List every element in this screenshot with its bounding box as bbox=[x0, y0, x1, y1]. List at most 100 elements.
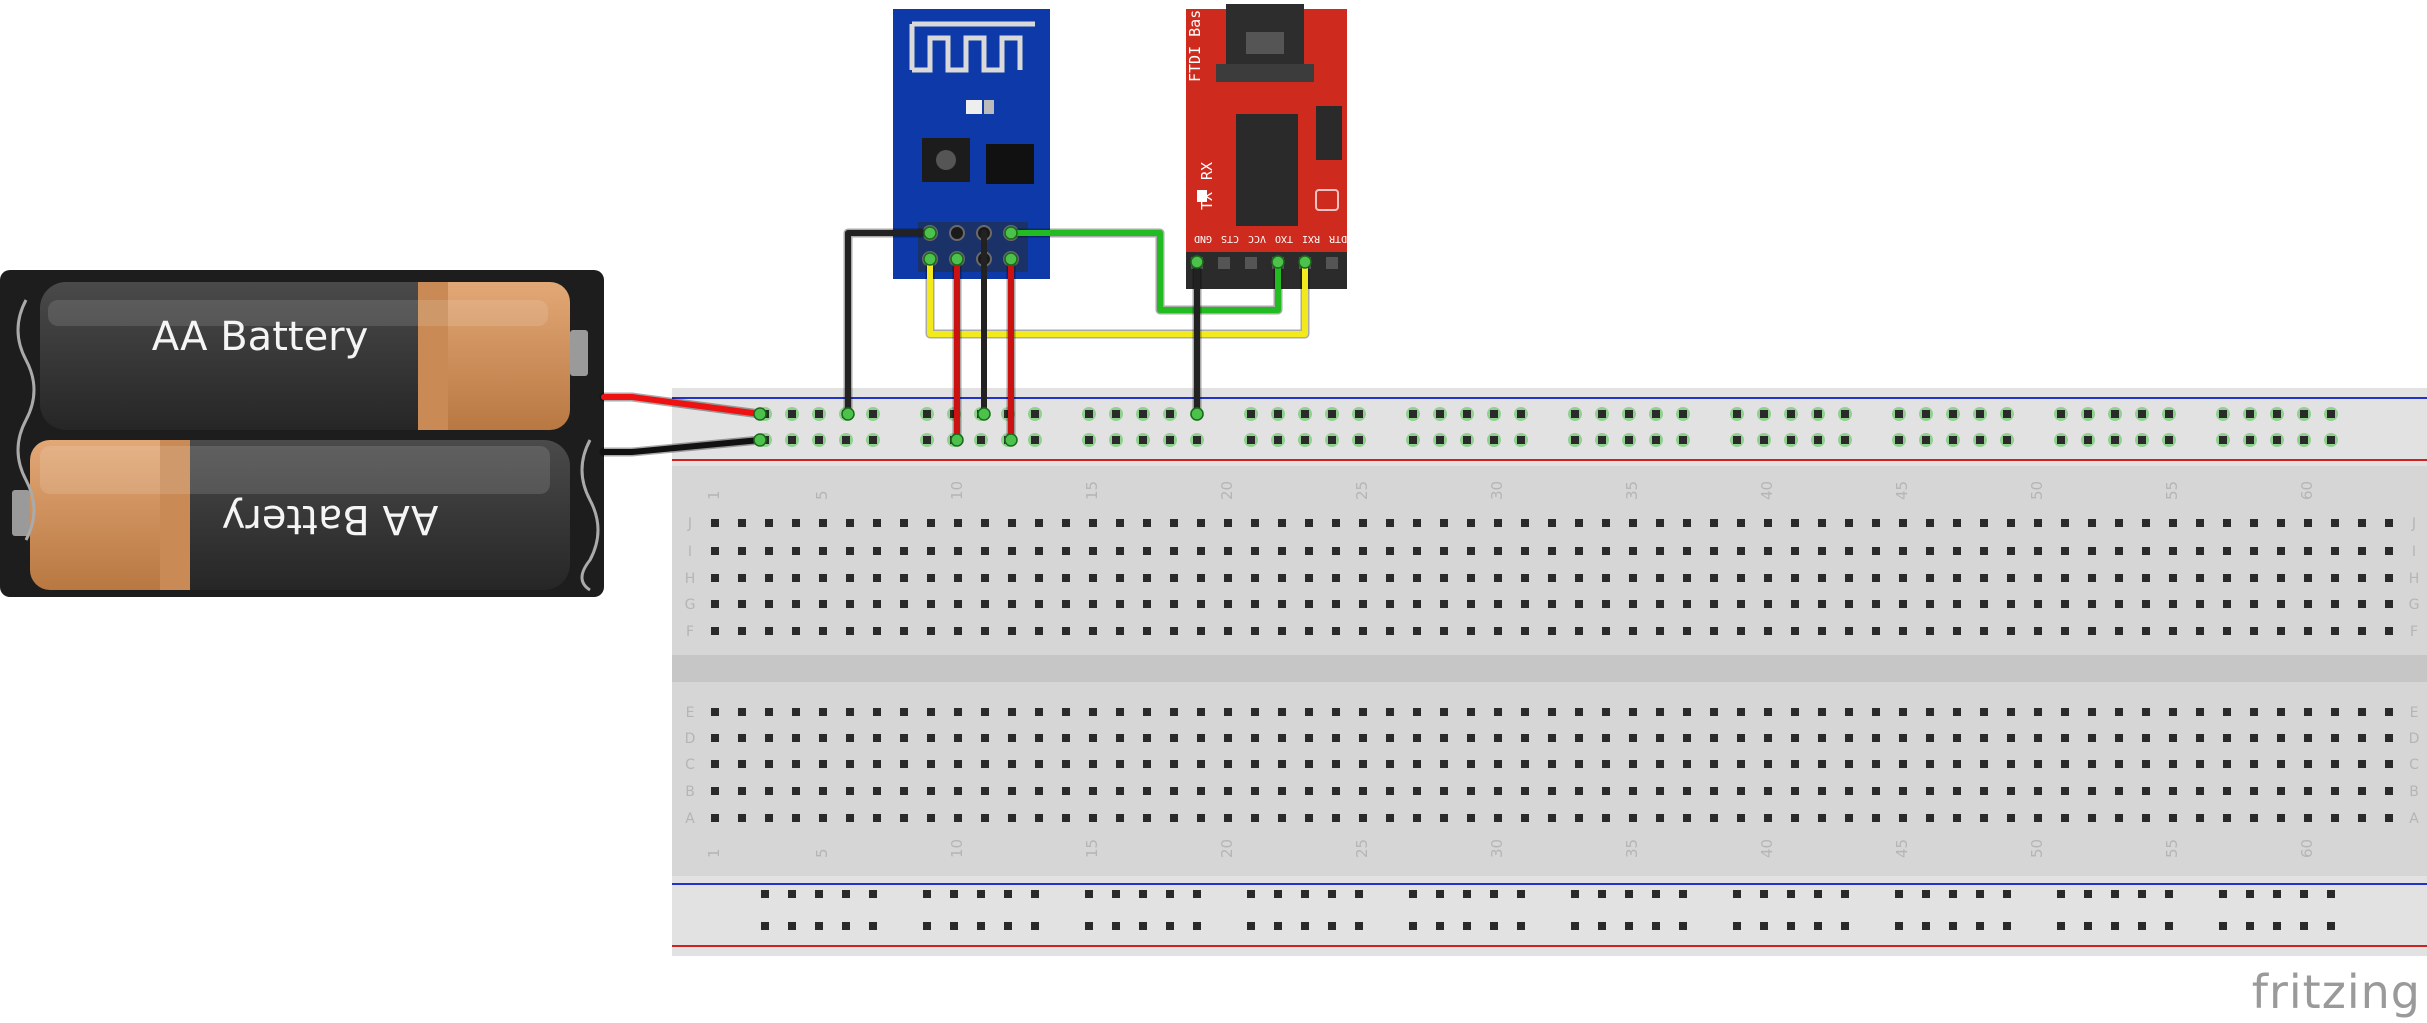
breadboard-hole[interactable] bbox=[900, 787, 908, 795]
breadboard-hole[interactable] bbox=[1251, 574, 1259, 582]
rail-hole[interactable] bbox=[2219, 410, 2227, 418]
breadboard-hole[interactable] bbox=[1953, 627, 1961, 635]
breadboard-hole[interactable] bbox=[1872, 547, 1880, 555]
breadboard-hole[interactable] bbox=[1116, 600, 1124, 608]
breadboard-hole[interactable] bbox=[1656, 787, 1664, 795]
breadboard-hole[interactable] bbox=[1305, 547, 1313, 555]
breadboard-hole[interactable] bbox=[2196, 547, 2204, 555]
rail-hole[interactable] bbox=[1328, 410, 1336, 418]
ftdi-pin[interactable] bbox=[1218, 257, 1230, 269]
breadboard-hole[interactable] bbox=[1737, 547, 1745, 555]
breadboard-hole[interactable] bbox=[2088, 787, 2096, 795]
rail-hole[interactable] bbox=[842, 922, 850, 930]
breadboard-hole[interactable] bbox=[1332, 814, 1340, 822]
rail-hole[interactable] bbox=[950, 890, 958, 898]
breadboard-hole[interactable] bbox=[1710, 734, 1718, 742]
breadboard-hole[interactable] bbox=[711, 574, 719, 582]
breadboard-hole[interactable] bbox=[1440, 574, 1448, 582]
breadboard-hole[interactable] bbox=[1953, 600, 1961, 608]
breadboard-hole[interactable] bbox=[1926, 708, 1934, 716]
rail-hole[interactable] bbox=[1112, 922, 1120, 930]
breadboard-hole[interactable] bbox=[2142, 760, 2150, 768]
rail-hole[interactable] bbox=[1463, 436, 1471, 444]
breadboard-hole[interactable] bbox=[1467, 760, 1475, 768]
breadboard-hole[interactable] bbox=[1062, 734, 1070, 742]
breadboard-hole[interactable] bbox=[1089, 519, 1097, 527]
breadboard-hole[interactable] bbox=[1116, 760, 1124, 768]
breadboard-hole[interactable] bbox=[1953, 574, 1961, 582]
breadboard-hole[interactable] bbox=[1818, 708, 1826, 716]
breadboard-hole[interactable] bbox=[1467, 814, 1475, 822]
breadboard-hole[interactable] bbox=[1710, 574, 1718, 582]
rail-hole[interactable] bbox=[2246, 410, 2254, 418]
breadboard-hole[interactable] bbox=[2034, 600, 2042, 608]
rail-hole[interactable] bbox=[1598, 436, 1606, 444]
breadboard-hole[interactable] bbox=[1062, 600, 1070, 608]
rail-hole[interactable] bbox=[2138, 922, 2146, 930]
breadboard-hole[interactable] bbox=[1953, 814, 1961, 822]
breadboard-hole[interactable] bbox=[1602, 708, 1610, 716]
breadboard-hole[interactable] bbox=[1980, 574, 1988, 582]
rail-hole[interactable] bbox=[1112, 436, 1120, 444]
rail-hole[interactable] bbox=[1031, 890, 1039, 898]
breadboard-hole[interactable] bbox=[1008, 547, 1016, 555]
breadboard-hole[interactable] bbox=[1602, 760, 1610, 768]
breadboard-hole[interactable] bbox=[1818, 519, 1826, 527]
rail-hole[interactable] bbox=[2165, 410, 2173, 418]
breadboard-hole[interactable] bbox=[900, 600, 908, 608]
breadboard-hole[interactable] bbox=[981, 547, 989, 555]
rail-hole[interactable] bbox=[869, 436, 877, 444]
breadboard-hole[interactable] bbox=[1602, 814, 1610, 822]
breadboard-hole[interactable] bbox=[2385, 708, 2393, 716]
rail-hole[interactable] bbox=[1490, 922, 1498, 930]
breadboard-hole[interactable] bbox=[1683, 760, 1691, 768]
breadboard-hole[interactable] bbox=[954, 519, 962, 527]
rail-hole[interactable] bbox=[1328, 436, 1336, 444]
breadboard-hole[interactable] bbox=[1143, 627, 1151, 635]
breadboard-hole[interactable] bbox=[1899, 708, 1907, 716]
breadboard-hole[interactable] bbox=[873, 760, 881, 768]
breadboard-hole[interactable] bbox=[2196, 787, 2204, 795]
breadboard-hole[interactable] bbox=[765, 760, 773, 768]
rail-hole[interactable] bbox=[2165, 922, 2173, 930]
rail-hole[interactable] bbox=[2138, 410, 2146, 418]
breadboard-hole[interactable] bbox=[2250, 734, 2258, 742]
breadboard-hole[interactable] bbox=[1764, 627, 1772, 635]
breadboard-hole[interactable] bbox=[2304, 519, 2312, 527]
breadboard-hole[interactable] bbox=[1818, 787, 1826, 795]
breadboard-hole[interactable] bbox=[846, 708, 854, 716]
breadboard-hole[interactable] bbox=[2115, 519, 2123, 527]
rail-hole[interactable] bbox=[761, 922, 769, 930]
breadboard-hole[interactable] bbox=[1926, 600, 1934, 608]
wire-endpoint[interactable] bbox=[1271, 255, 1285, 269]
breadboard-hole[interactable] bbox=[954, 600, 962, 608]
breadboard-hole[interactable] bbox=[792, 734, 800, 742]
breadboard-hole[interactable] bbox=[1656, 760, 1664, 768]
breadboard-hole[interactable] bbox=[1575, 760, 1583, 768]
rail-hole[interactable] bbox=[2057, 922, 2065, 930]
rail-hole[interactable] bbox=[923, 410, 931, 418]
breadboard-hole[interactable] bbox=[2061, 708, 2069, 716]
breadboard-hole[interactable] bbox=[1305, 787, 1313, 795]
breadboard-hole[interactable] bbox=[1710, 600, 1718, 608]
breadboard-hole[interactable] bbox=[792, 627, 800, 635]
breadboard-hole[interactable] bbox=[846, 734, 854, 742]
breadboard-hole[interactable] bbox=[1980, 547, 1988, 555]
breadboard-hole[interactable] bbox=[1710, 547, 1718, 555]
breadboard-hole[interactable] bbox=[1008, 519, 1016, 527]
breadboard-hole[interactable] bbox=[1710, 627, 1718, 635]
breadboard-hole[interactable] bbox=[2061, 734, 2069, 742]
breadboard-hole[interactable] bbox=[2304, 627, 2312, 635]
breadboard-hole[interactable] bbox=[1278, 519, 1286, 527]
rail-hole[interactable] bbox=[1436, 436, 1444, 444]
rail-hole[interactable] bbox=[2273, 436, 2281, 444]
breadboard-hole[interactable] bbox=[2088, 760, 2096, 768]
breadboard-hole[interactable] bbox=[1845, 708, 1853, 716]
breadboard-hole[interactable] bbox=[2115, 708, 2123, 716]
breadboard-hole[interactable] bbox=[1440, 760, 1448, 768]
breadboard-hole[interactable] bbox=[2331, 787, 2339, 795]
breadboard-hole[interactable] bbox=[927, 519, 935, 527]
breadboard-hole[interactable] bbox=[1359, 708, 1367, 716]
breadboard-hole[interactable] bbox=[2034, 734, 2042, 742]
breadboard-hole[interactable] bbox=[1413, 519, 1421, 527]
